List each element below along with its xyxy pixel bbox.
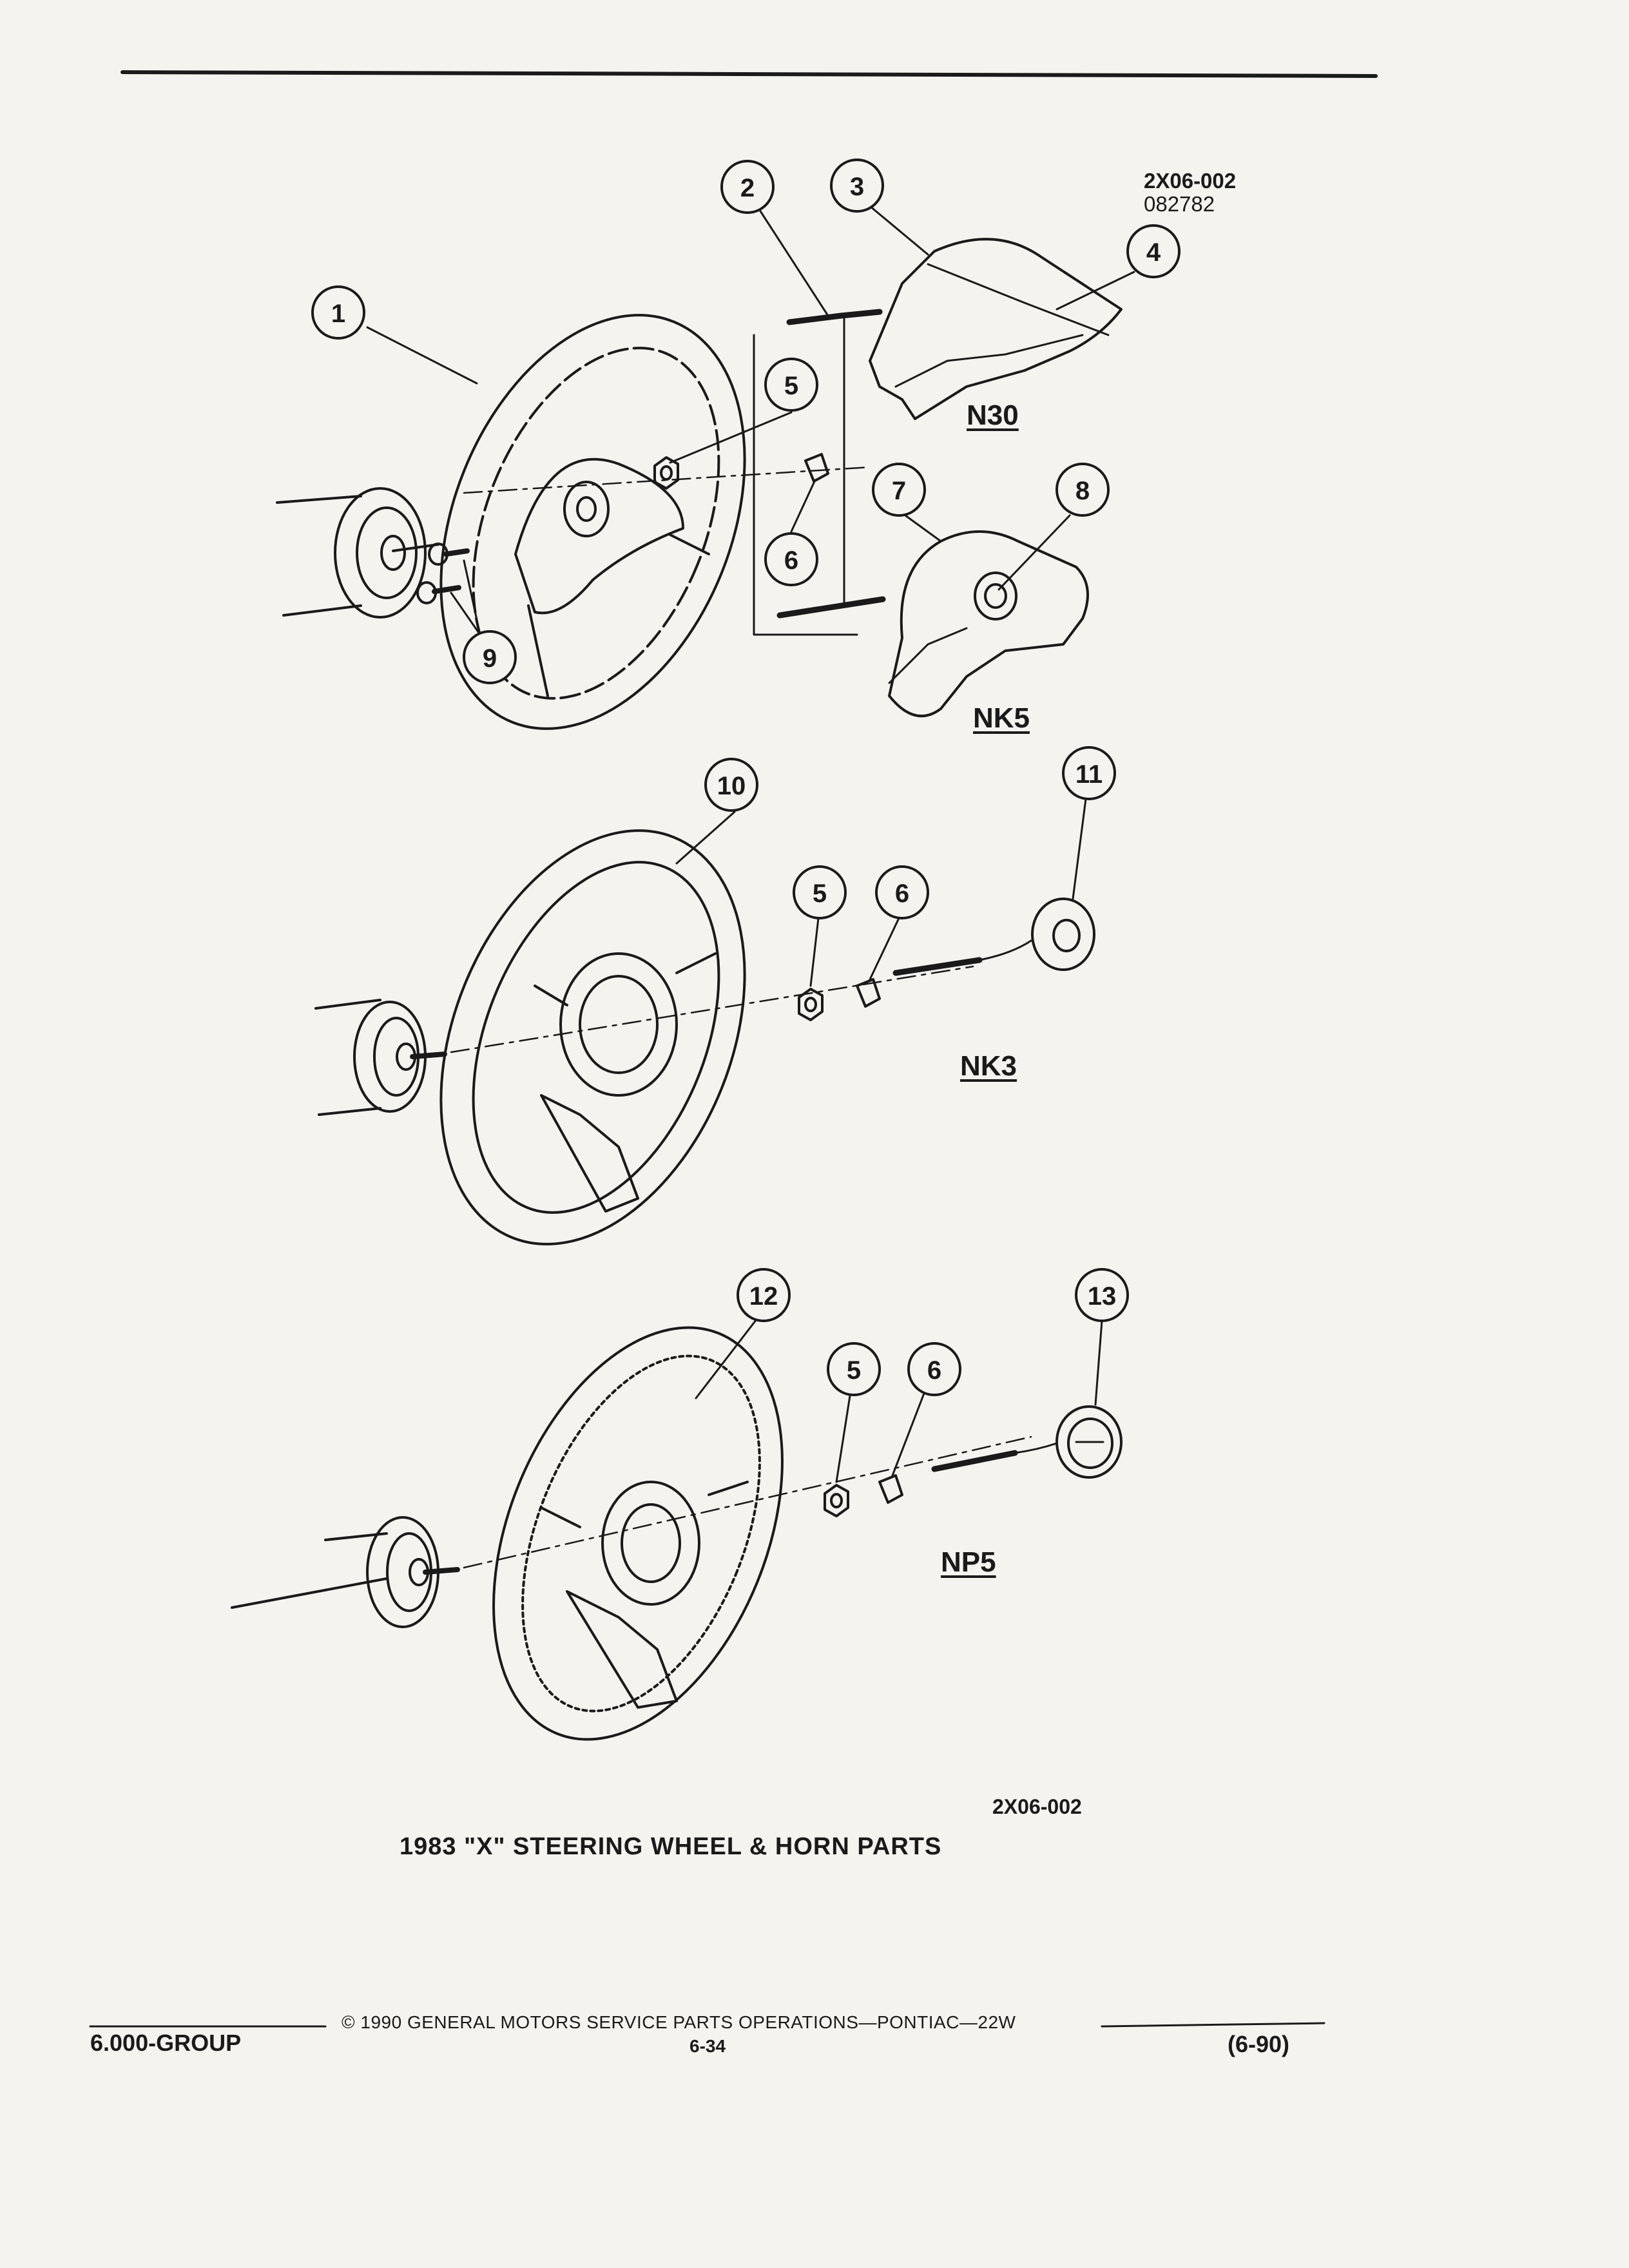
footer-group: 6.000-GROUP [90, 2030, 242, 2056]
callout-number: 5 [847, 1356, 861, 1385]
callout-circle-6 [764, 532, 818, 586]
callout-number: 8 [1075, 477, 1090, 505]
footer-date: (6-90) [1228, 2031, 1290, 2057]
nut-5-middle [798, 988, 824, 1021]
spring-bottom [931, 1450, 1018, 1472]
callout-number: 12 [749, 1282, 778, 1311]
callout-circle-6c [907, 1342, 961, 1396]
assembly-bottom [231, 1326, 1123, 1741]
bolt-9-lower [416, 581, 461, 604]
callout-circle-12 [737, 1268, 791, 1322]
hub-disc [334, 487, 427, 619]
callout-number: 6 [927, 1356, 941, 1385]
leader-lines [366, 205, 1135, 1483]
clip-6-middle [856, 978, 881, 1008]
callout-circle-11 [1062, 746, 1116, 800]
spring-lower [776, 596, 886, 619]
callout-circle-3 [830, 159, 884, 213]
callout-circles [311, 159, 1181, 1396]
callout-circle-2 [720, 160, 775, 214]
callout-number: 4 [1146, 238, 1161, 267]
variant-label-np5: NP5 [941, 1546, 996, 1578]
callout-circle-10 [704, 758, 758, 812]
spring-middle [892, 957, 983, 976]
steering-wheel-10 [439, 829, 746, 1245]
callout-number: 3 [850, 173, 864, 201]
horn-pad-n30 [869, 238, 1123, 420]
callout-circle-1 [311, 285, 365, 340]
assembly-middle [314, 829, 1095, 1245]
callout-circle-6b [875, 865, 929, 919]
callout-number: 5 [784, 372, 798, 400]
clip-6-bottom [878, 1474, 903, 1504]
header-rule [120, 70, 1378, 78]
callout-circle-8 [1055, 463, 1110, 517]
callout-circle-4 [1126, 224, 1181, 278]
callout-number: 11 [1075, 760, 1103, 789]
callout-circle-5 [764, 358, 818, 412]
axis-line-bottom [463, 1436, 1032, 1569]
callout-number: 7 [892, 477, 906, 505]
callout-number: 9 [483, 644, 497, 673]
callout-numbers: 1 2 3 4 5 6 7 8 9 10 11 5 6 12 13 5 6 [331, 173, 1161, 1385]
variant-label-n30: N30 [967, 399, 1019, 431]
horn-pad-nk5 [888, 530, 1089, 718]
footer-rule-right [1101, 2022, 1325, 2028]
callout-number: 10 [717, 772, 746, 800]
variant-label-nk5: NK5 [973, 702, 1030, 734]
callout-number: 1 [331, 300, 345, 328]
nut-5-top [653, 456, 679, 490]
clip-6-top [804, 453, 829, 483]
footer-page-number: 6-34 [689, 2036, 726, 2056]
callout-circle-5c [827, 1342, 881, 1396]
column-line-upper [276, 495, 362, 504]
callout-number: 6 [895, 879, 909, 908]
axis-line-middle [450, 965, 974, 1053]
callout-circle-7 [872, 463, 926, 517]
header-ref-date: 082782 [1144, 192, 1215, 216]
steering-wheel-1 [439, 314, 746, 730]
horn-button-13 [1055, 1405, 1123, 1479]
nut-5-bottom [824, 1484, 849, 1517]
callout-number: 6 [784, 546, 798, 575]
bracket-top [753, 334, 858, 636]
bolt-9-upper [428, 543, 470, 566]
axis-line-top [463, 466, 871, 494]
caption-ref-code: 2X06-002 [992, 1795, 1082, 1818]
assembly-top [276, 238, 1123, 730]
horn-button-11 [1031, 898, 1095, 971]
footer-copyright: © 1990 GENERAL MOTORS SERVICE PARTS OPER… [342, 2012, 1016, 2032]
callout-number: 2 [740, 174, 755, 202]
header-ref-code: 2X06-002 [1144, 169, 1237, 193]
caption-title: 1983 "X" STEERING WHEEL & HORN PARTS [400, 1833, 942, 1860]
callout-circle-13 [1075, 1268, 1129, 1322]
callout-number: 5 [813, 879, 827, 908]
column-line-lower [282, 604, 362, 617]
callout-circle-9 [463, 630, 517, 684]
callout-number: 13 [1088, 1282, 1117, 1311]
variant-label-nk3: NK3 [960, 1050, 1017, 1082]
callout-circle-5b [793, 865, 847, 919]
steering-wheel-12 [492, 1326, 784, 1741]
